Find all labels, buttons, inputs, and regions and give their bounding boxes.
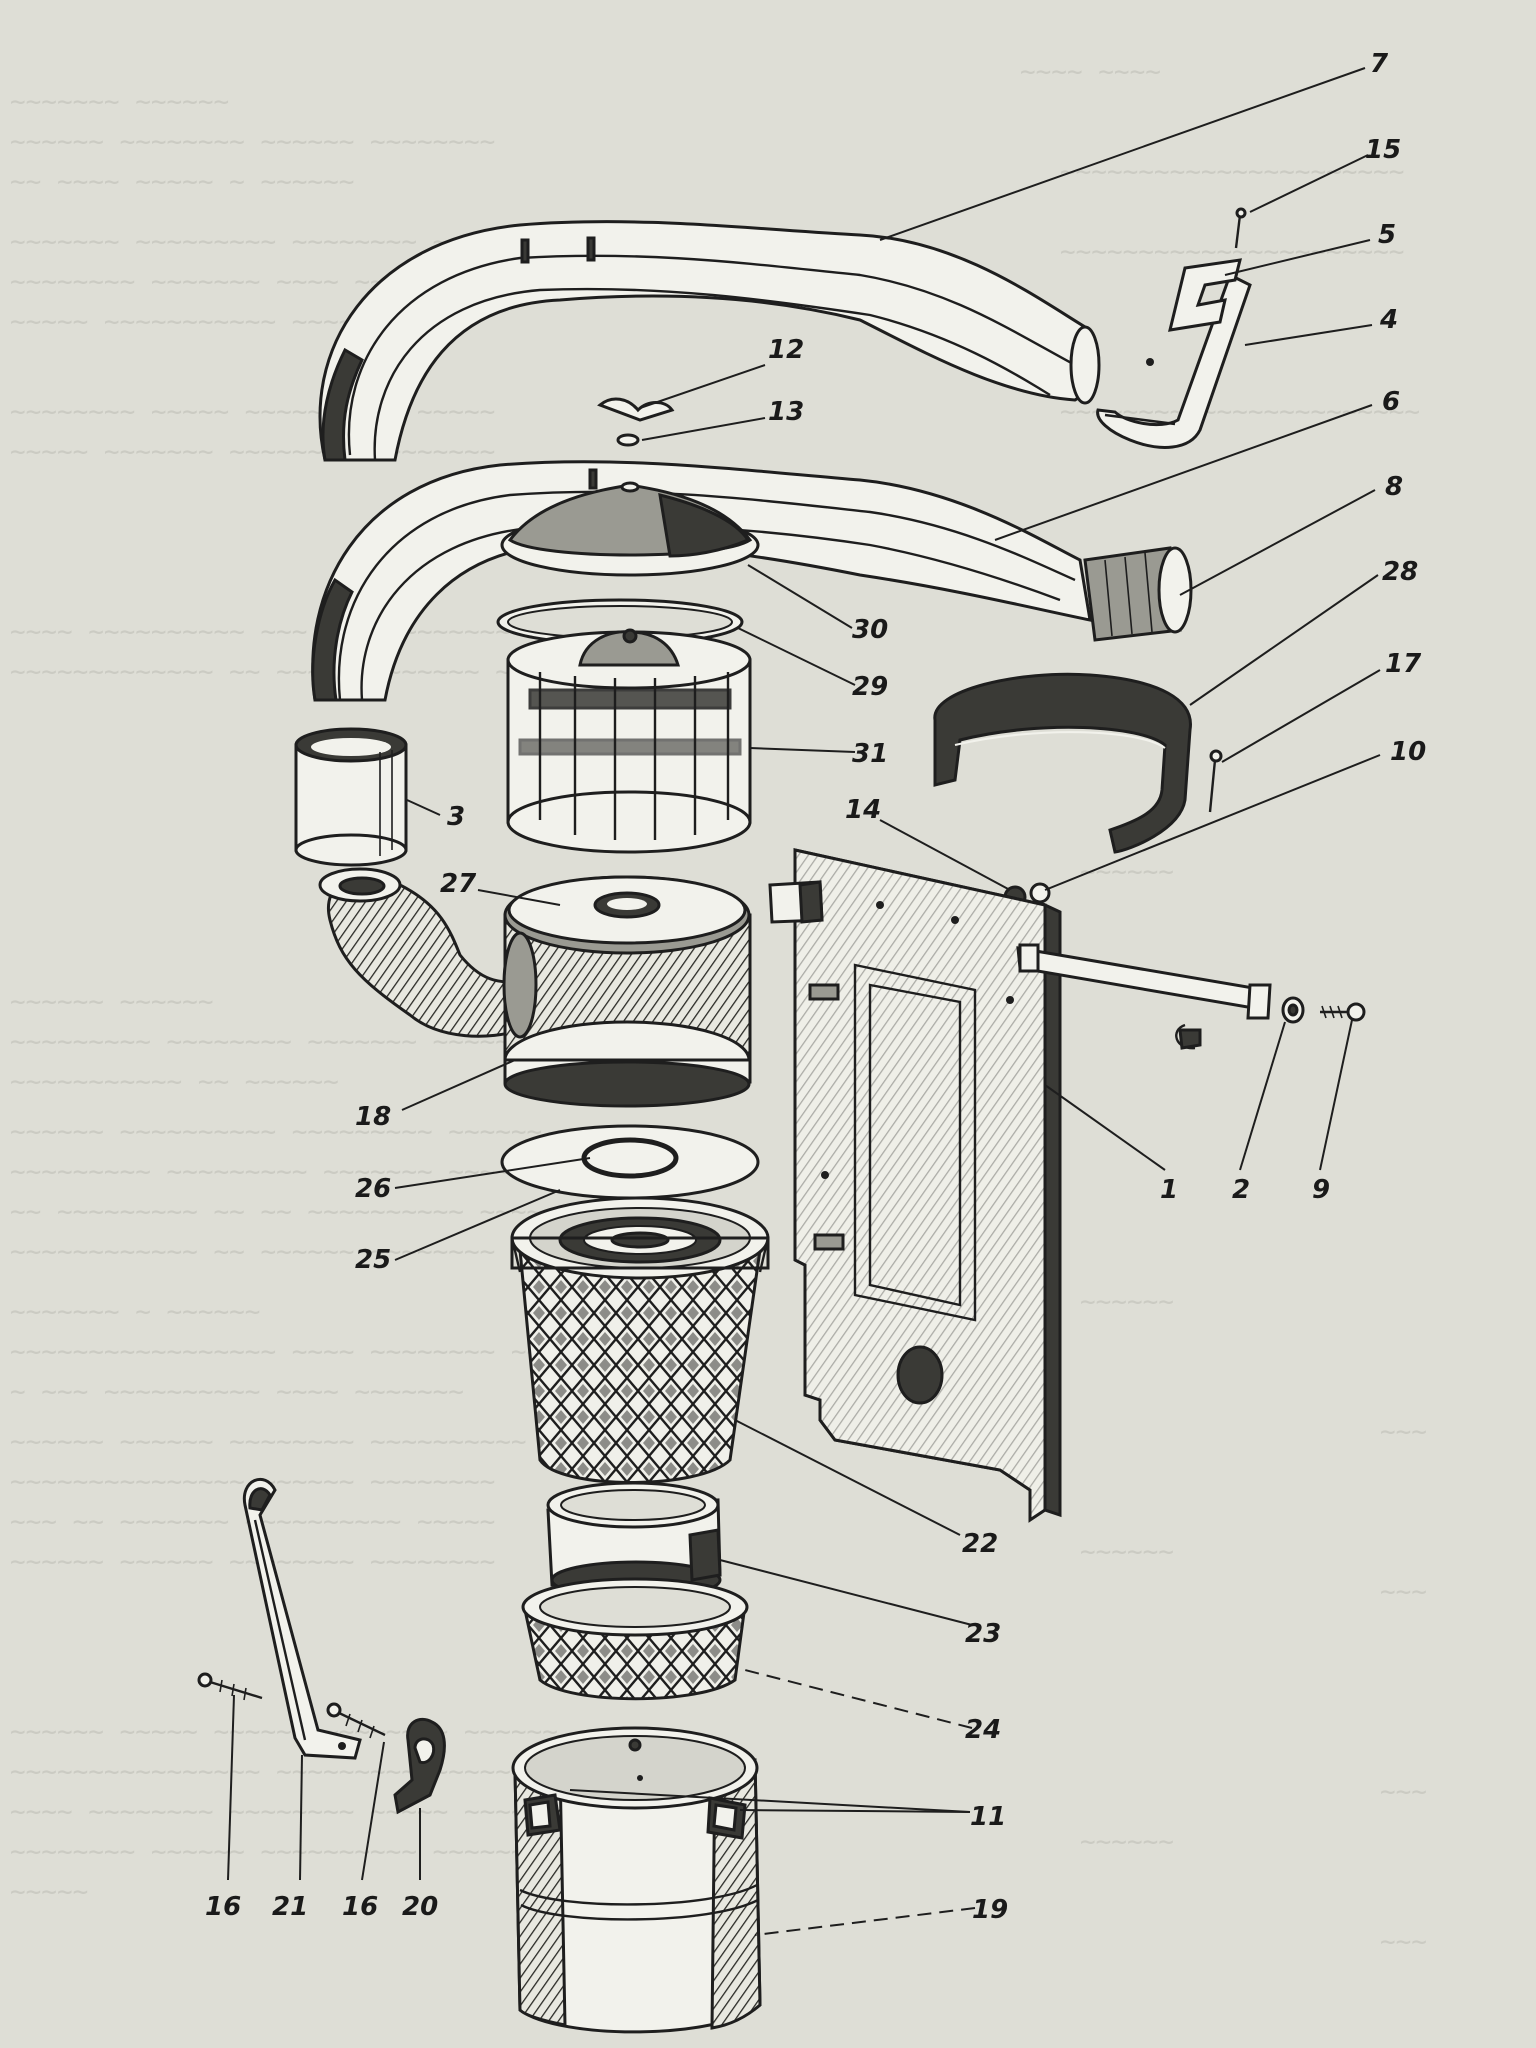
svg-text:~~~~~~~~ ~~~~~ ~~~~~~~~~~ ~: ~~~~~~~~ ~~~~~ ~~~~~~~~~~ ~~~~~ bbox=[10, 397, 495, 427]
callout-19: 19 bbox=[972, 1895, 1008, 1925]
callout-27: 27 bbox=[440, 869, 477, 899]
svg-text:~~~~~~: ~~~~~~ bbox=[1080, 857, 1174, 887]
callout-17: 17 bbox=[1385, 649, 1422, 679]
callout-13: 13 bbox=[768, 397, 804, 427]
mounting-bar-part-21 bbox=[242, 1477, 362, 1760]
callout-10: 10 bbox=[1390, 737, 1426, 767]
svg-text:~~~~~~ ~~~~~~ ~~~~~~~~ ~~~~: ~~~~~~ ~~~~~~ ~~~~~~~~ ~~~~~~~~~~ bbox=[10, 1427, 527, 1457]
pin-part-17 bbox=[1208, 749, 1223, 813]
svg-text:~~~~~~~~~~~~~~~~~ ~~~~ ~~~~~: ~~~~~~~~~~~~~~~~~ ~~~~ ~~~~~~~~ ~~~~ bbox=[10, 1337, 574, 1367]
washer-part-13 bbox=[616, 433, 640, 447]
callout-18: 18 bbox=[355, 1102, 391, 1132]
callout-6: 6 bbox=[1382, 387, 1400, 417]
screw-part-15 bbox=[1234, 207, 1247, 249]
filter-housing-part-18 bbox=[318, 867, 752, 1108]
svg-text:~~~~~~: ~~~~~~ bbox=[1080, 1827, 1174, 1857]
callout-15: 15 bbox=[1365, 135, 1401, 165]
dust-bowl-part-19 bbox=[511, 1726, 762, 2034]
wing-nut-part-12 bbox=[597, 397, 675, 422]
svg-text:~~~~~~ ~~~~~~: ~~~~~~ ~~~~~~ bbox=[10, 987, 214, 1017]
callout-9: 9 bbox=[1312, 1175, 1330, 1205]
svg-text:~~ ~~~~ ~~~~~ ~ ~~~~~: ~~ ~~~~ ~~~~~ ~ ~~~~~~ bbox=[10, 167, 354, 197]
callout-31: 31 bbox=[852, 739, 888, 769]
svg-text:~~~~~~~~~~~~ ~~ ~~~~~~ ~~~~: ~~~~~~~~~~~~ ~~ ~~~~~~ ~~~~~~~~ bbox=[10, 1237, 495, 1267]
svg-text:~~~~~~~~~ ~~~~~~~~~ ~~~~~~~: ~~~~~~~~~ ~~~~~~~~~ ~~~~~~~ ~~~~ bbox=[10, 1157, 511, 1187]
callout-7: 7 bbox=[1370, 49, 1389, 79]
callout-4: 4 bbox=[1379, 305, 1398, 335]
svg-text:~~~: ~~~ bbox=[1380, 1417, 1427, 1447]
callout-20: 20 bbox=[402, 1892, 438, 1922]
cone-lid-part-30 bbox=[500, 481, 760, 577]
svg-text:~~~~~ ~~~~~~~ ~~~~~~~~~ ~~~: ~~~~~ ~~~~~~~ ~~~~~~~~~ ~~~~~~~ bbox=[10, 437, 495, 467]
callout-3: 3 bbox=[447, 802, 465, 832]
svg-text:~~ ~~~~~~~~~ ~~ ~~ ~~~~~~~: ~~ ~~~~~~~~~ ~~ ~~ ~~~~~~~~~~ ~~~~ bbox=[10, 1197, 542, 1227]
clip-part-5 bbox=[1168, 258, 1242, 332]
svg-text:~~~~~~ ~~~~~~ ~~~~~~~~ ~~~~: ~~~~~~ ~~~~~~ ~~~~~~~~ ~~~~~~~~ bbox=[10, 1547, 495, 1577]
sleeve-part-8 bbox=[1083, 546, 1193, 642]
callout-21: 21 bbox=[272, 1892, 308, 1922]
svg-text:~ ~~~ ~~~~~~~~~~ ~~~~ ~~~~: ~ ~~~ ~~~~~~~~~~ ~~~~ ~~~~~~~ bbox=[10, 1377, 464, 1407]
callout-16-right: 16 bbox=[342, 1892, 378, 1922]
screw-part-16-right bbox=[326, 1702, 386, 1739]
svg-text:~~~~~~: ~~~~~~ bbox=[1080, 1287, 1174, 1317]
seal-ring-part-29 bbox=[496, 598, 744, 646]
svg-text:~~~~~~ ~~~~~ ~~~~~~~~~~~~~~~: ~~~~~~ ~~~~~ ~~~~~~~~~~~~~~~ ~~~~~~ bbox=[10, 1717, 558, 1747]
svg-text:~~~~~: ~~~~~ bbox=[10, 1877, 88, 1907]
svg-text:~~~: ~~~ bbox=[1380, 1577, 1427, 1607]
callout-26: 26 bbox=[355, 1174, 391, 1204]
callout-29: 29 bbox=[852, 672, 888, 702]
svg-text:~~~~~~: ~~~~~~ bbox=[1080, 1537, 1174, 1567]
callout-5: 5 bbox=[1378, 220, 1396, 250]
leader-lines bbox=[227, 67, 1381, 1936]
screw-part-9 bbox=[1320, 1002, 1366, 1022]
mounting-plate-part-1 bbox=[768, 848, 1062, 1523]
svg-text:~~~~ ~~~~: ~~~~ ~~~~ bbox=[1020, 57, 1161, 87]
mesh-ring-part-24 bbox=[521, 1577, 749, 1701]
bracket-part-4 bbox=[1096, 272, 1252, 449]
callout-1: 1 bbox=[1160, 1175, 1178, 1205]
clamp-part-11 bbox=[523, 1793, 747, 1840]
svg-text:~~~~~~~~~~~ ~~ ~~~~~~: ~~~~~~~~~~~ ~~ ~~~~~~ bbox=[10, 1067, 339, 1097]
callout-22: 22 bbox=[962, 1529, 998, 1559]
svg-text:~~~: ~~~ bbox=[1380, 1777, 1427, 1807]
cyclone-insert-part-31 bbox=[506, 628, 752, 854]
screw-part-16-left bbox=[197, 1672, 263, 1701]
svg-text:~~~~~~~~~~~~~ ~~ ~~~~~~ ~~~: ~~~~~~~~~~~~~ ~~ ~~~~~~ ~~~~~~ ~~~~ bbox=[10, 657, 558, 687]
svg-text:~~~~~~~ ~~~~~~: ~~~~~~~ ~~~~~~ bbox=[10, 87, 229, 117]
svg-text:~~~~ ~~~~~~~~ ~~~~~~~~ ~~~~: ~~~~ ~~~~~~~~ ~~~~~~~~ ~~~~~ ~~~~~~ bbox=[10, 1797, 558, 1827]
tube-part-3 bbox=[294, 727, 408, 867]
svg-text:~~~~~~~~ ~~~~~~ ~~~~~~~~~~: ~~~~~~~~ ~~~~~~ ~~~~~~~~~~ ~~~~~~~ bbox=[10, 1837, 542, 1867]
callout-2: 2 bbox=[1232, 1175, 1250, 1205]
callout-11: 11 bbox=[970, 1802, 1006, 1832]
filter-cartridge-part-22 bbox=[510, 1196, 770, 1484]
clamp-bracket-part-20 bbox=[393, 1717, 446, 1815]
callout-16-left: 16 bbox=[205, 1892, 241, 1922]
washer-part-2 bbox=[1281, 996, 1305, 1024]
svg-text:~~~~~~~~~~~~~~~~ ~~~~~~~~~ ~: ~~~~~~~~~~~~~~~~ ~~~~~~~~~ ~~~~~~~~~ bbox=[10, 1757, 574, 1787]
callout-8: 8 bbox=[1385, 472, 1403, 502]
callout-28: 28 bbox=[1382, 557, 1418, 587]
rubber-band-part-28 bbox=[933, 672, 1192, 854]
washer-part-10 bbox=[1029, 882, 1051, 904]
svg-text:~~~~~~~ ~ ~~~~~~: ~~~~~~~ ~ ~~~~~~ bbox=[10, 1297, 260, 1327]
callout-25: 25 bbox=[355, 1245, 391, 1275]
callout-23: 23 bbox=[965, 1619, 1001, 1649]
svg-text:~~~~~~ ~~~~~~~~~~ ~~~~~~~~~: ~~~~~~ ~~~~~~~~~~ ~~~~~~~~~ ~~~~~~ bbox=[10, 1117, 542, 1147]
duct-upper-part-7 bbox=[318, 220, 1101, 462]
support-arm bbox=[1016, 943, 1272, 1050]
svg-text:~~~: ~~~ bbox=[1380, 1927, 1427, 1957]
callout-12: 12 bbox=[768, 335, 804, 365]
callout-labels: 7 15 5 4 6 8 28 17 10 14 12 13 30 29 31 … bbox=[205, 49, 1426, 1925]
svg-text:~~~~~~ ~~~~~~~~ ~~~~~~ ~~~~: ~~~~~~ ~~~~~~~~ ~~~~~~ ~~~~~~~~ bbox=[10, 127, 495, 157]
callout-30: 30 bbox=[852, 615, 888, 645]
callout-14: 14 bbox=[845, 795, 881, 825]
svg-text:~~~~~~~~~ ~~~~~~~~ ~~~~~~~: ~~~~~~~~~ ~~~~~~~~ ~~~~~~~ ~~~~~ bbox=[10, 1027, 511, 1057]
gasket-part-25 bbox=[500, 1124, 760, 1200]
callout-24: 24 bbox=[965, 1715, 1001, 1745]
svg-text:~~~~~~~~~~~~~~~~~~~~~~: ~~~~~~~~~~~~~~~~~~~~~~ bbox=[1060, 157, 1404, 187]
